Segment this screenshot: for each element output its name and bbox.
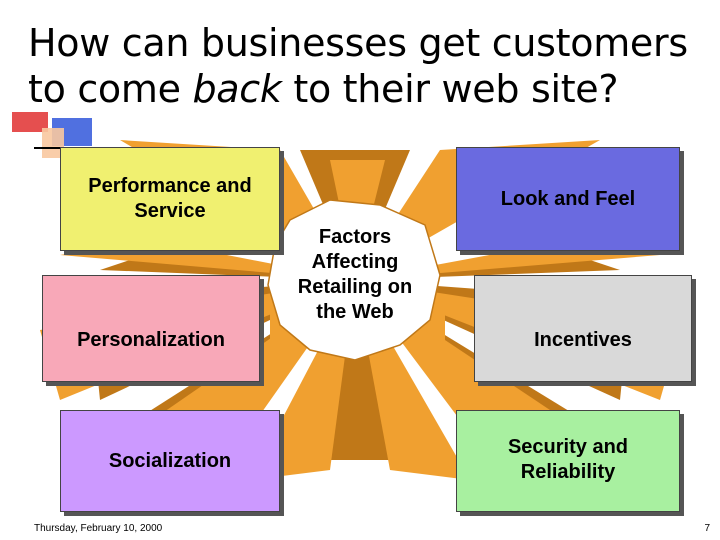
title-emphasis: back: [192, 67, 282, 111]
footer-date: Thursday, February 10, 2000: [34, 523, 163, 534]
box-performance-line-2: Service: [134, 200, 206, 222]
box-personalization-label: Personalization: [77, 329, 225, 351]
center-label-line-2: Affecting: [311, 251, 399, 273]
box-incentives-label: Incentives: [534, 329, 632, 351]
center-label-line-1: Factors: [318, 226, 392, 248]
box-look-and-feel-label: Look and Feel: [500, 187, 636, 210]
center-label-line-4: the Web: [316, 301, 394, 323]
box-security-line-2: Reliability: [520, 461, 616, 483]
box-personalization: Personalization: [42, 275, 260, 382]
title-line-2-start: to come: [28, 67, 193, 111]
box-security-and-reliability: Security and Reliability: [456, 410, 680, 512]
center-label: Factors Affecting Retailing on the Web: [270, 225, 440, 335]
box-performance-and-service: Performance and Service: [60, 147, 280, 251]
box-performance-line-1: Performance and: [88, 175, 252, 197]
box-incentives: Incentives: [474, 275, 692, 382]
box-security-line-1: Security and: [507, 436, 629, 458]
center-label-line-3: Retailing on: [297, 276, 413, 298]
page-number: 7: [704, 523, 710, 534]
box-socialization-label: Socialization: [108, 450, 232, 472]
slide-title: How can businesses get customers to come…: [28, 20, 708, 112]
title-line-2: to come back to their web site?: [28, 66, 708, 112]
title-line-1: How can businesses get customers: [28, 21, 688, 65]
slide-logo-decoration: [12, 112, 92, 158]
box-socialization: Socialization: [60, 410, 280, 512]
box-look-and-feel: Look and Feel: [456, 147, 680, 251]
title-line-2-end: to their web site?: [281, 67, 619, 111]
